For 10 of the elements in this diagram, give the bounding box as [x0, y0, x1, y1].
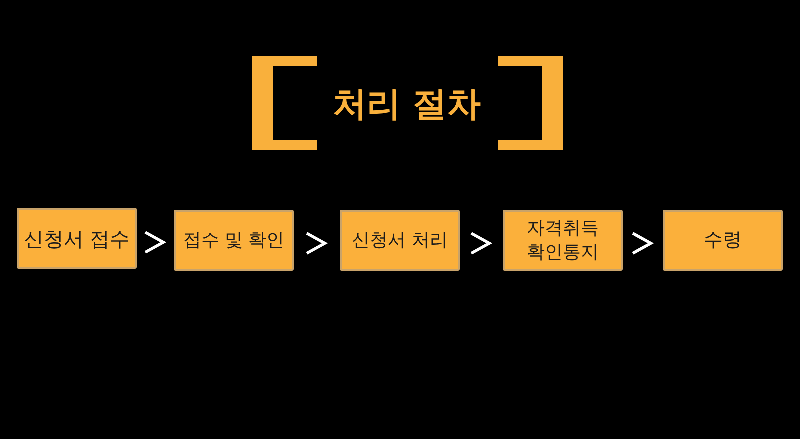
chevron-arrow — [306, 232, 328, 255]
chevron-arrow — [632, 232, 654, 255]
process-box: 자격취득 확인통지 — [503, 210, 623, 271]
process-box: 신청서 처리 — [340, 210, 460, 271]
chevron-arrow — [470, 232, 493, 255]
process-box: 접수 및 확인 — [174, 210, 294, 271]
chevron-arrow — [144, 231, 167, 254]
title: 처리 절차 — [333, 86, 481, 124]
process-box: 신청서 접수 — [17, 208, 137, 269]
process-box: 수령 — [663, 210, 783, 271]
